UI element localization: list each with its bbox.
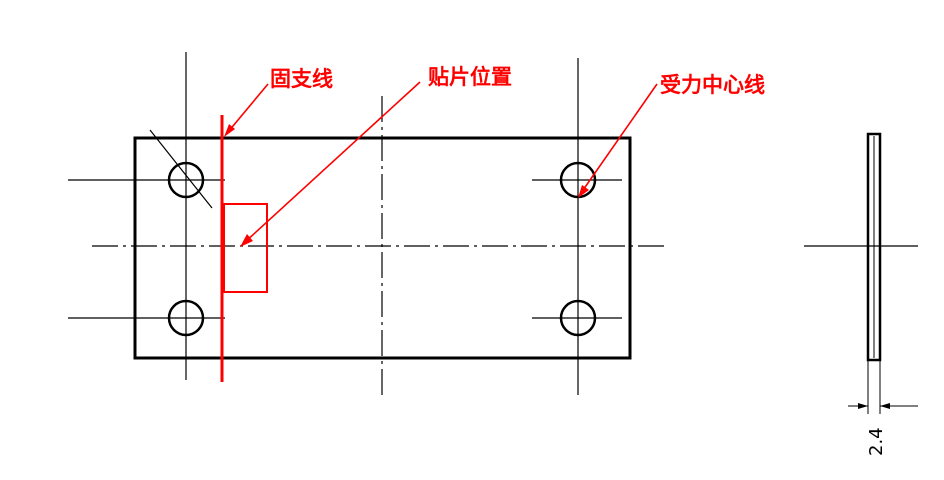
hole-top-right: [559, 161, 597, 199]
gauge-position-label: 贴片位置: [428, 65, 512, 89]
fixed-support-label: 固支线: [270, 67, 333, 91]
annotations: [220, 81, 658, 382]
front-view: [68, 52, 665, 398]
hole-bottom-left: [167, 299, 205, 337]
side-view-plate-outline: [866, 132, 882, 362]
load-center-label: 受力中心线: [660, 73, 765, 97]
fixed-support-leader: [227, 83, 269, 133]
hole-top-left: [167, 161, 205, 199]
load-center-arrowhead: [578, 185, 589, 198]
dimension-arrow-left: [858, 403, 868, 409]
hole-bottom-right: [559, 299, 597, 337]
thickness-dimension-label: 2.4: [866, 427, 887, 456]
side-view: [804, 132, 918, 414]
fixed-support-arrowhead: [224, 124, 235, 137]
dimension-arrow-right: [880, 403, 890, 409]
gauge-position-leader: [243, 81, 421, 244]
gauge-rectangle: [223, 203, 268, 293]
gauge-position-arrowhead: [240, 234, 253, 247]
hole-diameter-leader: [149, 129, 213, 209]
load-center-leader: [580, 83, 658, 194]
